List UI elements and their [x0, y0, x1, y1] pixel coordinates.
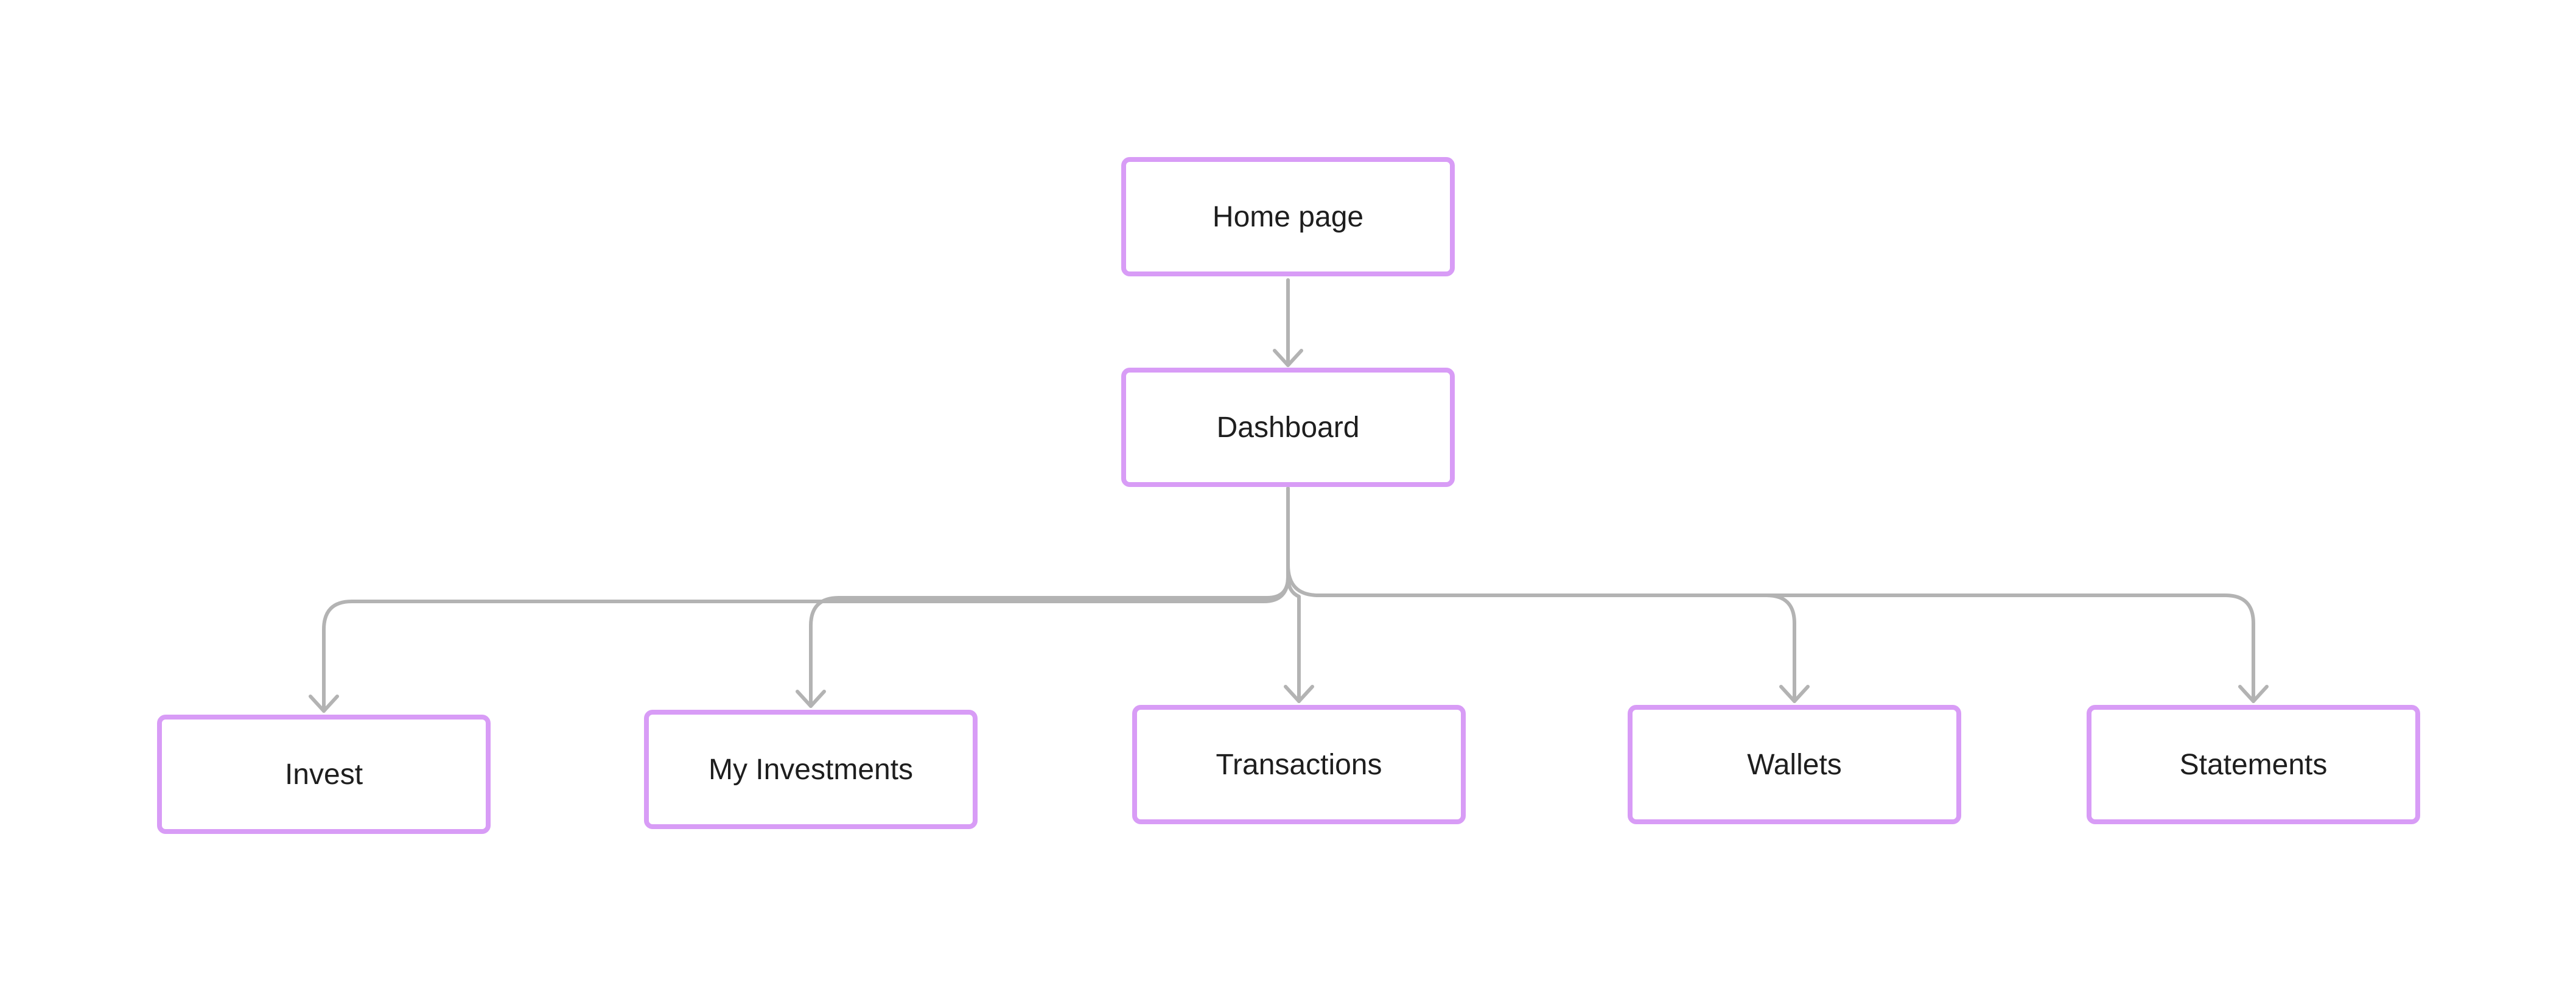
arrowhead-transactions [1284, 685, 1314, 703]
node-label: Transactions [1216, 748, 1382, 781]
node-label: Home page [1212, 200, 1364, 233]
node-label: Dashboard [1216, 411, 1360, 444]
edge-dashboard-to-transactions [1286, 575, 1301, 703]
node-wallets[interactable]: Wallets [1628, 705, 1961, 824]
node-label: Wallets [1747, 748, 1842, 781]
node-my-investments[interactable]: My Investments [644, 710, 978, 829]
node-transactions[interactable]: Transactions [1132, 705, 1466, 824]
edge-dashboard-to-statements [1765, 594, 2255, 703]
arrowhead-dashboard [1273, 349, 1303, 367]
arrowhead-invest [309, 695, 339, 713]
node-home-page[interactable]: Home page [1121, 157, 1455, 276]
node-label: My Investments [708, 753, 914, 786]
node-label: Invest [284, 758, 363, 791]
node-dashboard[interactable]: Dashboard [1121, 368, 1455, 487]
arrowhead-statements [2238, 685, 2269, 703]
node-statements[interactable]: Statements [2087, 705, 2420, 824]
arrowhead-my-investments [796, 690, 826, 708]
edge-dashboard-to-wallets [1286, 563, 1796, 703]
node-label: Statements [2179, 748, 2328, 781]
arrowhead-wallets [1779, 685, 1810, 703]
node-invest[interactable]: Invest [157, 715, 491, 834]
edge-dashboard-to-my-investments [809, 575, 1290, 708]
